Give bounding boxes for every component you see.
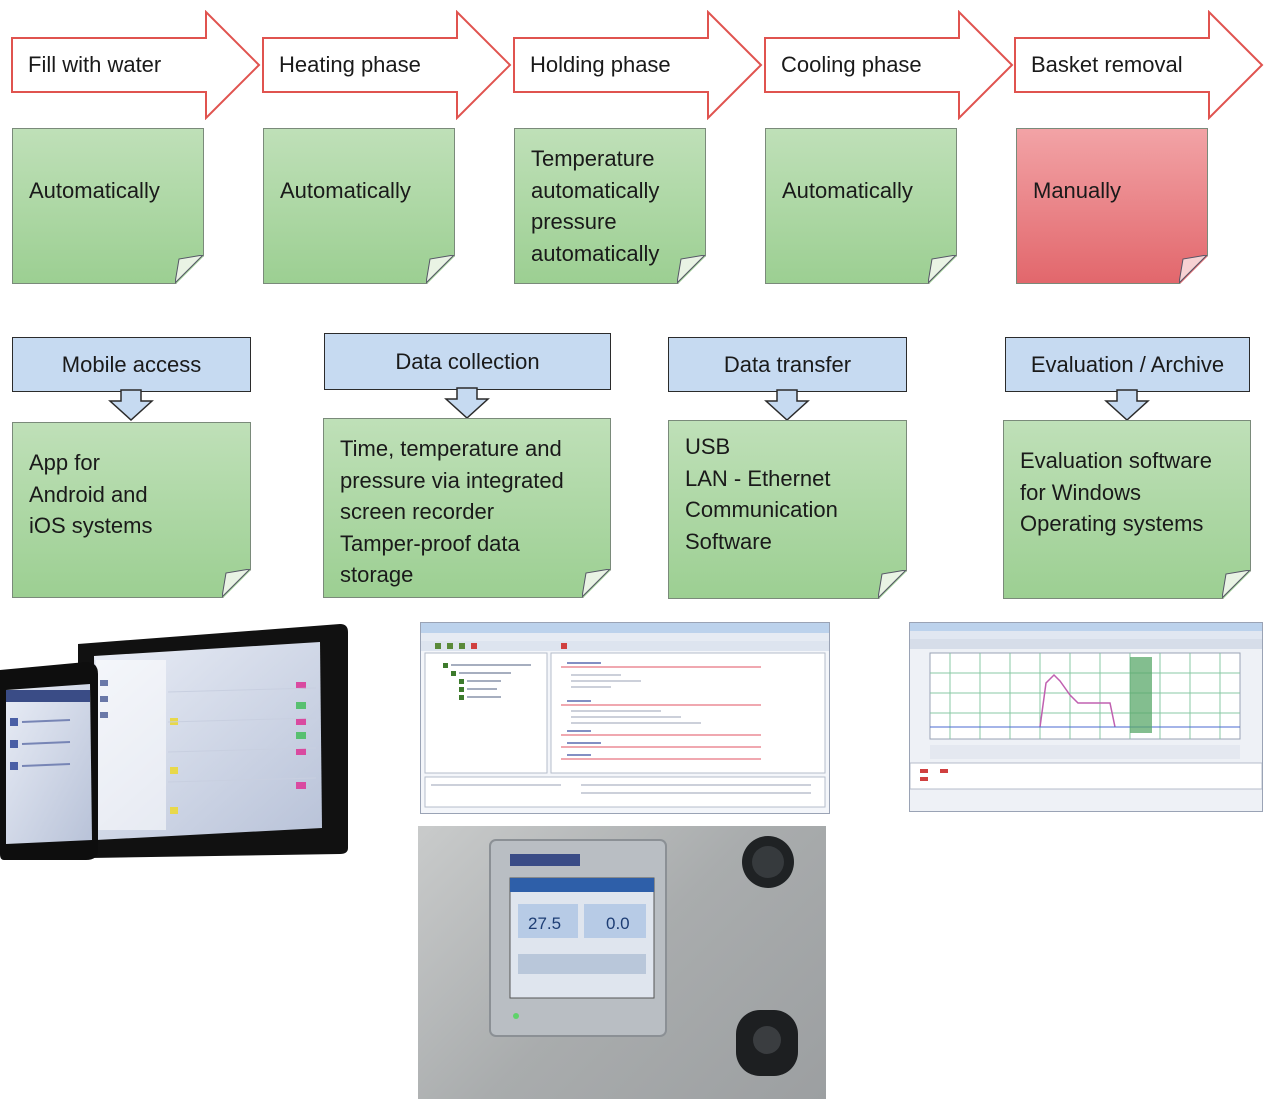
screen-recorder-photo: 27.5 0.0 bbox=[418, 826, 826, 1099]
feature-line: iOS systems bbox=[29, 513, 153, 538]
phase-arrow-fill: Fill with water bbox=[10, 10, 262, 120]
data-collection-software-screenshot bbox=[420, 622, 830, 814]
callout-evaluation-archive: Evaluation / Archive bbox=[1005, 337, 1250, 392]
mode-text: Temperature automatically pressure autom… bbox=[531, 143, 695, 269]
arrow-shape bbox=[764, 10, 1014, 120]
feature-line: USB bbox=[685, 434, 731, 459]
callout-mobile-access: Mobile access bbox=[12, 337, 251, 392]
mode-note-fill: Automatically bbox=[12, 128, 204, 284]
feature-line: Time, temperature and bbox=[340, 436, 562, 461]
page-curl-icon bbox=[928, 255, 956, 283]
arrow-shape bbox=[262, 10, 512, 120]
feature-note-mobile: App for Android and iOS systems bbox=[12, 422, 251, 598]
mode-text: Manually bbox=[1033, 178, 1122, 203]
phase-label: Heating phase bbox=[279, 52, 421, 77]
page-curl-icon bbox=[1222, 570, 1250, 598]
feature-line: Communication bbox=[685, 497, 838, 522]
down-arrow-icon bbox=[764, 389, 810, 421]
page-curl-icon bbox=[426, 255, 454, 283]
arrow-shape bbox=[513, 10, 763, 120]
display-value-temperature: 27.5 bbox=[528, 914, 562, 933]
feature-line: Android and bbox=[29, 481, 148, 507]
callout-data-transfer: Data transfer bbox=[668, 337, 907, 392]
page-curl-icon bbox=[582, 569, 610, 597]
feature-note-data-collection: Time, temperature and pressure via integ… bbox=[323, 418, 611, 598]
mobile-devices-image bbox=[0, 622, 350, 862]
mode-line: pressure bbox=[531, 209, 617, 234]
mode-note-cooling: Automatically bbox=[765, 128, 957, 284]
display-value-pressure: 0.0 bbox=[606, 914, 630, 933]
recorder-device-illustration bbox=[489, 836, 798, 1076]
down-arrow-icon bbox=[444, 387, 490, 419]
mode-text: Automatically bbox=[782, 178, 913, 203]
software-window-illustration bbox=[421, 623, 829, 808]
page-curl-icon bbox=[677, 255, 705, 283]
mode-line: automatically bbox=[531, 177, 660, 203]
feature-line: Evaluation software bbox=[1020, 448, 1212, 473]
phase-arrow-heating: Heating phase bbox=[261, 10, 513, 120]
page-curl-icon bbox=[175, 255, 203, 283]
down-arrow-icon bbox=[108, 389, 154, 421]
down-arrow-icon bbox=[1104, 389, 1150, 421]
phase-label: Holding phase bbox=[530, 52, 671, 77]
mode-line: Temperature bbox=[531, 146, 655, 171]
feature-line: Tamper-proof data bbox=[340, 530, 520, 556]
mode-text: Automatically bbox=[280, 178, 411, 203]
mode-note-heating: Automatically bbox=[263, 128, 455, 284]
mode-line: automatically bbox=[531, 240, 660, 266]
callout-data-collection: Data collection bbox=[324, 333, 611, 390]
page-curl-icon bbox=[1179, 255, 1207, 283]
page-curl-icon bbox=[222, 569, 250, 597]
feature-line: storage bbox=[340, 562, 414, 587]
phase-label: Cooling phase bbox=[781, 52, 922, 77]
phase-arrow-holding: Holding phase bbox=[512, 10, 764, 120]
feature-note-evaluation: Evaluation software for Windows Operatin… bbox=[1003, 420, 1251, 599]
feature-line: screen recorder bbox=[340, 499, 495, 524]
feature-line: pressure via integrated bbox=[340, 467, 564, 493]
feature-line: Operating systems bbox=[1020, 511, 1204, 536]
page-curl-icon bbox=[878, 570, 906, 598]
mode-note-holding: Temperature automatically pressure autom… bbox=[514, 128, 706, 284]
feature-line: App for bbox=[29, 450, 100, 475]
arrow-shape bbox=[1014, 10, 1264, 120]
feature-note-data-transfer: USB LAN - Ethernet Communication Softwar… bbox=[668, 420, 907, 599]
phase-arrow-basket: Basket removal bbox=[1013, 10, 1265, 120]
feature-line: Software bbox=[685, 528, 772, 554]
mode-text: Automatically bbox=[29, 178, 160, 203]
phase-label: Basket removal bbox=[1031, 52, 1183, 77]
arrow-shape bbox=[11, 10, 261, 120]
evaluation-software-screenshot bbox=[909, 622, 1263, 812]
phase-label: Fill with water bbox=[28, 52, 162, 77]
tablet-phone-illustration bbox=[0, 624, 348, 860]
phase-arrow-cooling: Cooling phase bbox=[763, 10, 1015, 120]
feature-line: LAN - Ethernet bbox=[685, 465, 831, 491]
evaluation-chart-illustration bbox=[910, 623, 1262, 790]
mode-note-basket: Manually bbox=[1016, 128, 1208, 284]
feature-line: for Windows bbox=[1020, 479, 1142, 505]
